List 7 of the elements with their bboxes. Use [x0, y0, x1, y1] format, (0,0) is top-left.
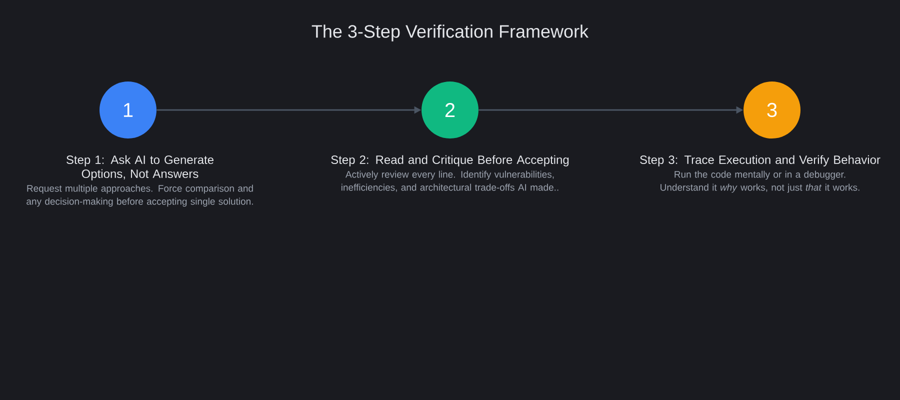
step-description: Run the code mentally or in a debugger. Understand it why works, not just that it works.: [660, 170, 860, 193]
step-title: Step 3: Trace Execution and Verify Behavior: [640, 155, 880, 166]
diagram-title: The 3-Step Verification Framework: [312, 24, 589, 42]
step-description: Actively review every line. Identify vulnerabilities, inefficiencies, and architectural trade-offs AI made..: [342, 170, 558, 192]
step-title: Step 2: Read and Critique Before Accepting: [331, 155, 569, 166]
step-title: Step 1: Ask AI to Generate Options, Not Answers: [66, 155, 214, 180]
step-description: Request multiple approaches. Force comparison and any decision-making before accepting single solution.: [26, 184, 253, 207]
